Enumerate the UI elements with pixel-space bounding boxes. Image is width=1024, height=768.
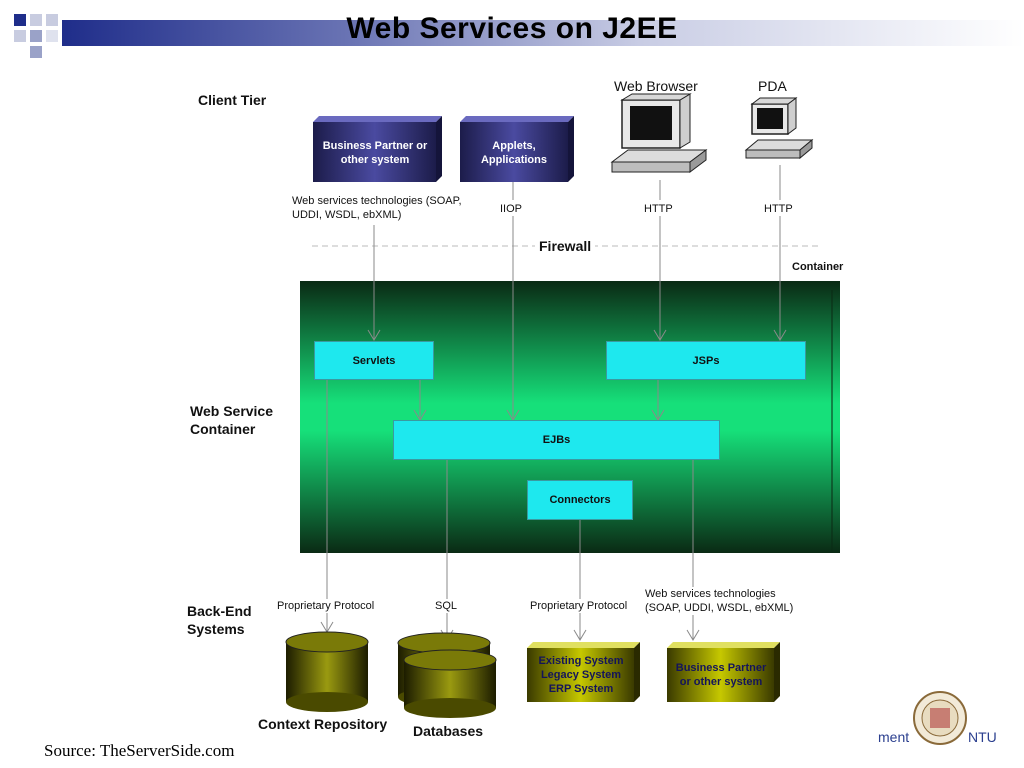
context-repository-label: Context Repository [258, 716, 388, 732]
web-browser-icon [610, 93, 708, 173]
source-credit: Source: TheServerSide.com [44, 741, 235, 760]
web-browser-label: Web Browser [614, 78, 698, 94]
title-band [62, 20, 1024, 46]
jsps-box: JSPs [606, 341, 806, 380]
footer-left-text: ment [878, 729, 910, 745]
business-partner-box: Business Partner or other system [322, 140, 428, 166]
ejbs-box: EJBs [393, 420, 720, 460]
proprietary-label-2: Proprietary Protocol [530, 599, 628, 613]
ntu-seal-icon [913, 691, 967, 745]
ws-tech-top-label: Web services technologies (SOAP, UDDI, W… [292, 194, 462, 222]
ws-tech-bottom-label: Web services technologies (SOAP, UDDI, W… [645, 587, 810, 615]
applets-box-shape [460, 122, 568, 182]
firewall-label: Firewall [535, 238, 596, 254]
pda-label: PDA [758, 78, 787, 94]
sql-label: SQL [435, 599, 458, 613]
partner-box-shape [313, 122, 436, 182]
existing-system-box: Existing System Legacy System ERP System [538, 655, 624, 695]
footer-right-text: NTU [968, 729, 997, 745]
databases-shape [397, 632, 497, 718]
backend-partner-box: Business Partner or other system [675, 662, 767, 688]
container-label: Container [792, 261, 844, 273]
http-label-2: HTTP [764, 203, 793, 215]
backend-tier-label: Back-End Systems [187, 603, 252, 637]
pda-icon [744, 97, 814, 160]
iiop-label: IIOP [500, 203, 523, 215]
databases-label: Databases [413, 723, 484, 739]
container-tier-label: Web Service Container [190, 403, 274, 437]
servlets-box: Servlets [314, 341, 434, 380]
slide-title: Web Services on J2EE [346, 12, 678, 45]
backend-partner-shape [667, 648, 774, 702]
existing-system-shape [527, 648, 634, 702]
http-label-1: HTTP [644, 203, 673, 215]
proprietary-label-1: Proprietary Protocol [277, 599, 375, 613]
corner-decoration [0, 0, 70, 70]
client-tier-label: Client Tier [198, 92, 267, 108]
context-repository-shape [285, 631, 369, 712]
applets-box: Applets, Applications [480, 140, 547, 166]
connectors-box: Connectors [527, 480, 633, 520]
